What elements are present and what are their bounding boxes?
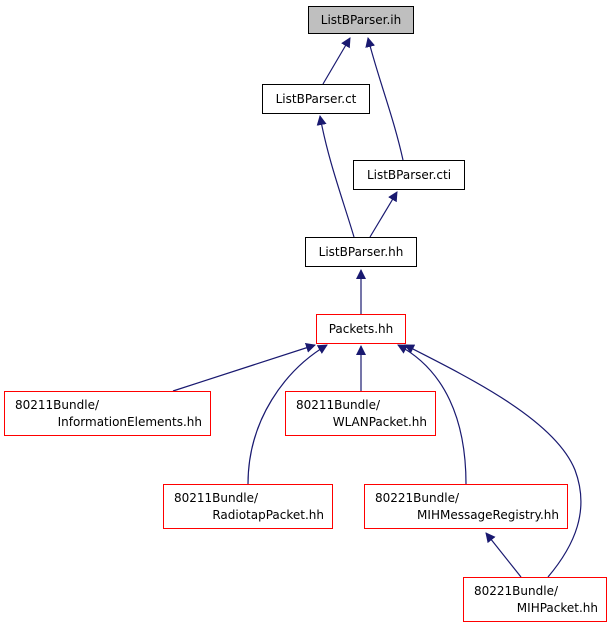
node-mih-message-registry[interactable]: 80221Bundle/ MIHMessageRegistry.hh bbox=[364, 484, 568, 529]
edge-cti-to-ih bbox=[365, 37, 404, 161]
node-listbparser-ct[interactable]: ListBParser.ct bbox=[262, 84, 370, 114]
node-label: ListBParser.ih bbox=[320, 13, 402, 27]
node-packets-hh[interactable]: Packets.hh bbox=[316, 314, 406, 344]
node-label-file: InformationElements.hh bbox=[57, 415, 202, 429]
node-information-elements[interactable]: 80211Bundle/ InformationElements.hh bbox=[4, 391, 211, 436]
edge-mihpacket-to-mihregistry bbox=[485, 532, 522, 578]
node-listbparser-cti[interactable]: ListBParser.cti bbox=[353, 160, 465, 190]
edge-hh-to-cti bbox=[369, 191, 398, 238]
edge-ct-to-ih bbox=[322, 37, 351, 85]
node-listbparser-hh[interactable]: ListBParser.hh bbox=[305, 237, 417, 267]
node-label-path: 80211Bundle/ bbox=[15, 398, 99, 412]
node-label-file: RadiotapPacket.hh bbox=[212, 508, 324, 522]
node-radiotap-packet[interactable]: 80211Bundle/ RadiotapPacket.hh bbox=[163, 484, 333, 529]
node-wlan-packet[interactable]: 80211Bundle/ WLANPacket.hh bbox=[285, 391, 436, 436]
node-label-file: MIHPacket.hh bbox=[516, 601, 598, 615]
node-mih-packet[interactable]: 80221Bundle/ MIHPacket.hh bbox=[463, 577, 607, 622]
node-label-file: WLANPacket.hh bbox=[332, 415, 427, 429]
edge-radiotap-to-packets bbox=[247, 344, 328, 485]
node-listbparser-ih[interactable]: ListBParser.ih bbox=[308, 6, 414, 34]
node-label-path: 80221Bundle/ bbox=[474, 584, 558, 598]
node-label-path: 80211Bundle/ bbox=[174, 491, 258, 505]
node-label-path: 80221Bundle/ bbox=[375, 491, 459, 505]
edge-infoelements-to-packets bbox=[172, 343, 316, 392]
node-label: Packets.hh bbox=[328, 322, 394, 336]
node-label: ListBParser.ct bbox=[275, 92, 357, 106]
node-label: ListBParser.hh bbox=[318, 245, 404, 259]
node-label-path: 80211Bundle/ bbox=[296, 398, 380, 412]
node-label: ListBParser.cti bbox=[366, 168, 452, 182]
edge-mihregistry-to-packets bbox=[397, 344, 467, 485]
edge-mihpacket-to-packets bbox=[404, 344, 582, 578]
node-label-file: MIHMessageRegistry.hh bbox=[417, 508, 559, 522]
edge-hh-to-ct bbox=[316, 115, 355, 238]
